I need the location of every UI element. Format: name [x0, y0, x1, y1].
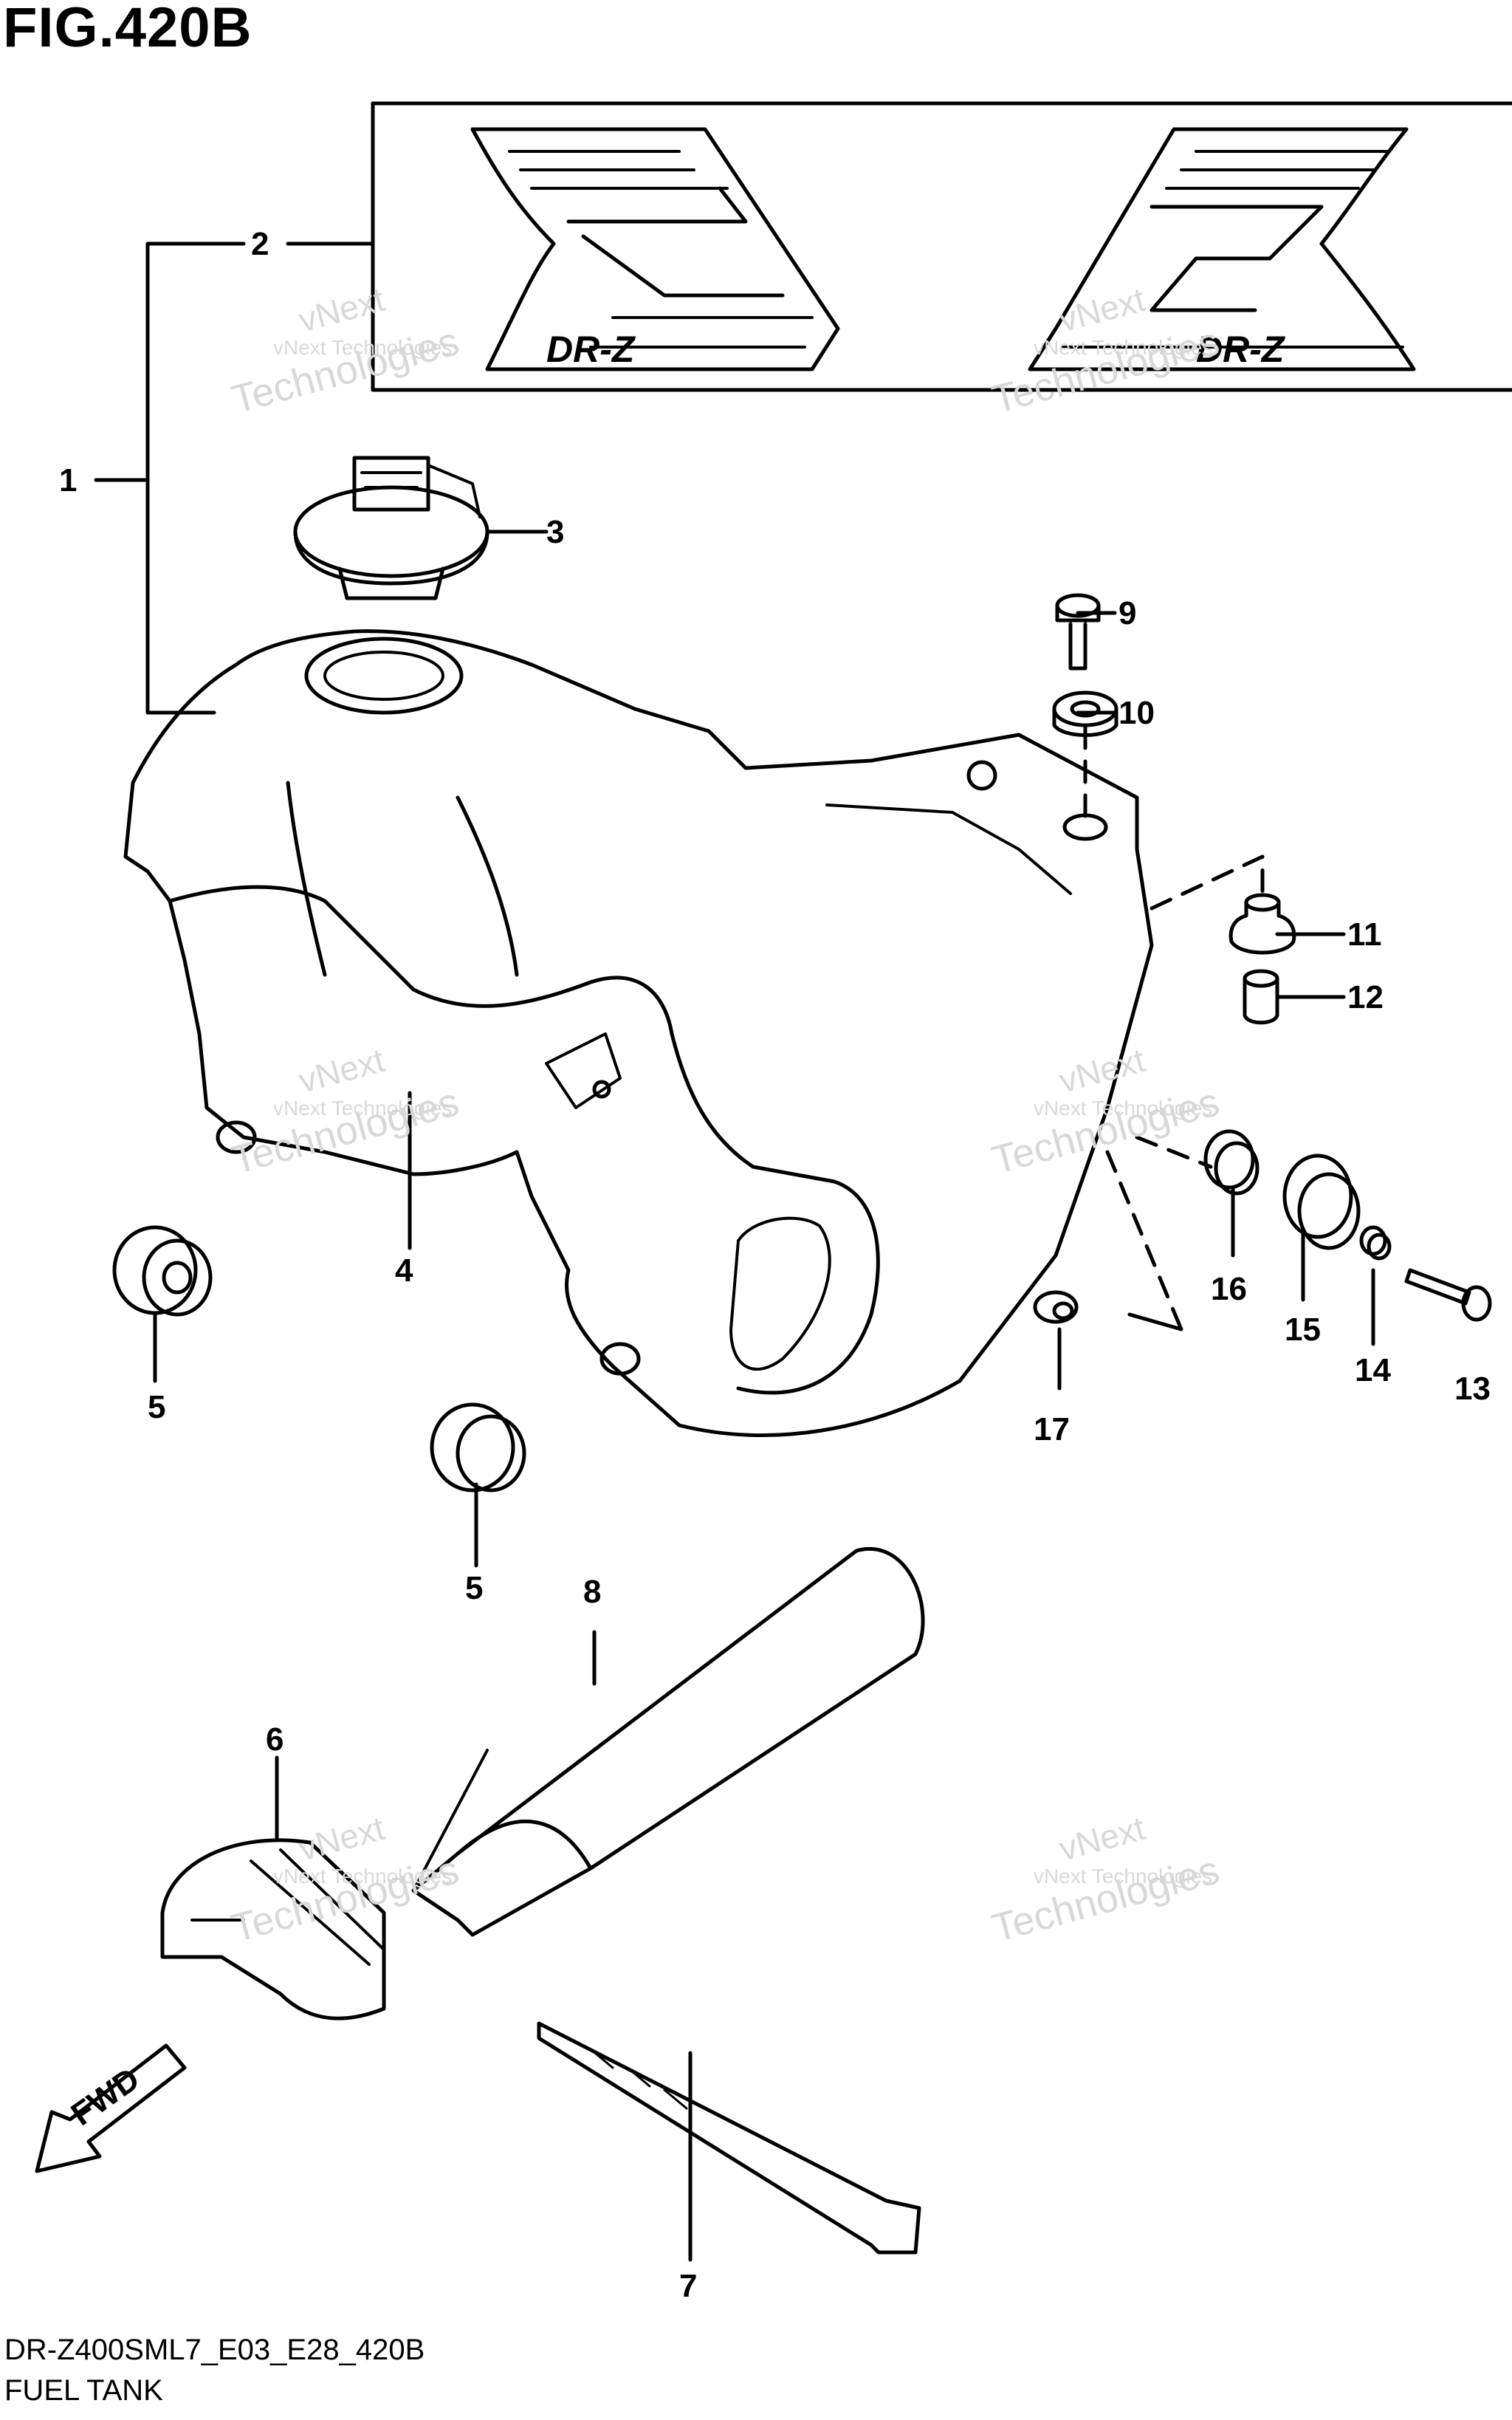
watermark-3: vNext Technologies vNext Technologies — [227, 1041, 464, 1183]
watermark-6: vNext Technologies vNext Technologies — [988, 1809, 1224, 1951]
callout-5-a: 5 — [148, 1389, 165, 1425]
callout-13: 13 — [1454, 1371, 1491, 1407]
collar-14 — [1359, 1225, 1392, 1261]
callout-17: 17 — [1034, 1411, 1070, 1447]
protector-8 — [411, 1547, 925, 1937]
fwd-arrow: FWD — [35, 2043, 187, 2173]
callout-7: 7 — [679, 2268, 697, 2304]
decal-right-text: DR-Z — [1196, 329, 1286, 370]
svg-text:vNext: vNext — [295, 1809, 388, 1868]
svg-text:Technologies: Technologies — [227, 1080, 464, 1183]
svg-text:vNext Technologies: vNext Technologies — [273, 336, 452, 359]
watermark-5: vNext Technologies vNext Technologies — [227, 1809, 464, 1951]
callout-14: 14 — [1355, 1352, 1391, 1388]
bolt-13 — [1404, 1268, 1492, 1322]
svg-text:Technologies: Technologies — [988, 1848, 1224, 1951]
callout-12: 12 — [1347, 979, 1384, 1015]
svg-text:Technologies: Technologies — [227, 319, 464, 422]
svg-text:vNext: vNext — [1055, 280, 1149, 340]
decal-set: DR-Z DR-Z — [371, 101, 1512, 392]
svg-text:vNext Technologies: vNext Technologies — [273, 1097, 452, 1120]
callout-8: 8 — [583, 1574, 601, 1610]
svg-text:vNext: vNext — [1055, 1041, 1149, 1100]
protector-6 — [160, 1838, 386, 2020]
svg-text:vNext: vNext — [295, 1041, 388, 1100]
decal-left-text: DR-Z — [546, 329, 636, 370]
callout-3: 3 — [546, 514, 564, 550]
callout-2: 2 — [251, 226, 269, 262]
watermark-4: vNext Technologies vNext Technologies — [988, 1041, 1224, 1183]
callout-15: 15 — [1285, 1312, 1321, 1348]
cap-5-a — [112, 1225, 213, 1317]
svg-text:vNext Technologies: vNext Technologies — [1034, 1097, 1212, 1120]
decal-right: DR-Z — [1028, 127, 1416, 371]
svg-text:Technologies: Technologies — [988, 319, 1224, 422]
svg-text:vNext Technologies: vNext Technologies — [1034, 336, 1212, 359]
figure-name: FUEL TANK — [4, 2374, 163, 2407]
grommet-10 — [1052, 690, 1118, 737]
washer-17 — [1033, 1290, 1079, 1324]
clamp-7 — [537, 2021, 921, 2255]
cushion-16 — [1203, 1129, 1260, 1196]
fuel-cap — [293, 456, 489, 600]
watermark-1: vNext Technologies vNext Technologies — [227, 280, 464, 422]
svg-text:vNext: vNext — [1055, 1809, 1149, 1868]
decal-left: DR-Z — [470, 127, 840, 371]
svg-text:vNext Technologies: vNext Technologies — [1034, 1865, 1212, 1888]
callout-6: 6 — [266, 1721, 284, 1758]
callout-9: 9 — [1118, 595, 1136, 631]
callouts: 2 1 3 9 10 11 12 4 5 5 8 6 7 16 15 14 13… — [59, 226, 1491, 2304]
watermarks: vNext Technologies vNext Technologies vN… — [227, 280, 1224, 1951]
callout-10: 10 — [1118, 695, 1155, 731]
callout-1: 1 — [59, 462, 77, 498]
cap-5-b — [430, 1402, 526, 1492]
callout-16: 16 — [1211, 1271, 1247, 1307]
callout-11: 11 — [1347, 916, 1382, 953]
svg-text:Technologies: Technologies — [988, 1080, 1224, 1183]
fuel-tank — [123, 629, 1154, 1437]
spacer-12 — [1243, 969, 1279, 1025]
figure-title: FIG.420B — [3, 0, 252, 59]
watermark-2: vNext Technologies vNext Technologies — [988, 280, 1224, 422]
assembly-bracket — [145, 241, 246, 715]
bolt-9 — [1055, 593, 1101, 671]
figure-code: DR-Z400SML7_E03_E28_420B — [4, 2334, 425, 2366]
decal-box-side — [371, 101, 1512, 392]
cushion-15 — [1282, 1154, 1361, 1250]
cushion-11 — [1228, 893, 1296, 955]
svg-text:Technologies: Technologies — [227, 1848, 464, 1951]
svg-text:vNext Technologies: vNext Technologies — [273, 1865, 452, 1888]
callout-5-b: 5 — [465, 1570, 483, 1606]
callout-4: 4 — [395, 1252, 413, 1289]
